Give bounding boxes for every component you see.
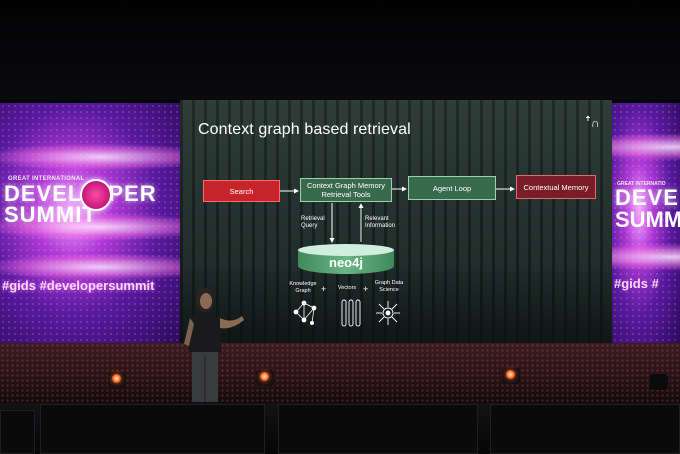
knowledge-graph-label: Knowledge Graph bbox=[289, 281, 317, 294]
led-stage-wall bbox=[0, 343, 680, 403]
plus-sign: + bbox=[321, 284, 327, 294]
retrieval-query-label: Retrieval Query bbox=[301, 216, 325, 229]
lamp-glow bbox=[260, 372, 269, 381]
light-wave bbox=[0, 213, 182, 241]
relevant-information-label: Relevant Information bbox=[365, 216, 396, 229]
light-wave bbox=[0, 253, 182, 281]
right-banner-hashtags: #gids # bbox=[614, 276, 659, 291]
stage-light-icon bbox=[108, 372, 126, 388]
led-pattern bbox=[0, 343, 680, 403]
banner-subtitle: SUMMIT bbox=[4, 202, 97, 227]
right-banner-subtitle: SUMMI bbox=[615, 207, 680, 232]
plus-sign: + bbox=[363, 284, 369, 294]
stage-monitor bbox=[490, 404, 680, 454]
flow-arrows bbox=[280, 186, 515, 243]
stage-monitor bbox=[0, 410, 35, 454]
banner-title-start: DEVEL bbox=[4, 181, 83, 206]
agent-loop-box: Agent Loop bbox=[408, 176, 496, 200]
contextual-memory-box: Contextual Memory bbox=[516, 175, 596, 199]
slide-title: Context graph based retrieval bbox=[198, 121, 411, 138]
lamp-glow bbox=[112, 374, 121, 383]
graph-data-science-icon bbox=[376, 301, 400, 325]
lamp-glow bbox=[506, 370, 515, 379]
stage-monitor bbox=[278, 404, 478, 454]
banner-hashtags: #gids #developersummit bbox=[2, 278, 155, 293]
search-box: Search bbox=[203, 180, 280, 202]
dark-ceiling bbox=[0, 0, 680, 100]
banner-small-text: GREAT INTERNATIONAL bbox=[8, 176, 85, 182]
graph-data-science-label: Graph Data Science bbox=[374, 280, 404, 293]
neo4j-database-cylinder: neo4j bbox=[298, 244, 394, 276]
banner-title: DEVEL PER SUMMIT bbox=[4, 181, 157, 227]
cylinder-top bbox=[298, 244, 394, 256]
knowledge-graph-icon bbox=[293, 300, 317, 325]
neo4j-logo-icon: ꜛ∩ bbox=[585, 116, 600, 130]
light-wave bbox=[612, 243, 680, 271]
stage-monitor bbox=[40, 404, 265, 454]
stage-light-icon bbox=[502, 368, 520, 384]
presenter-person bbox=[184, 288, 244, 402]
light-wave bbox=[612, 133, 680, 161]
left-banner-screen: GREAT INTERNATIONAL DEVEL PER SUMMIT #gid… bbox=[0, 103, 182, 343]
neo4j-label: neo4j bbox=[329, 255, 363, 270]
stage-light-icon bbox=[256, 370, 274, 386]
datacenter-floor bbox=[180, 263, 612, 343]
vectors-label: Vectors bbox=[337, 285, 357, 291]
banner-title-end: PER bbox=[108, 181, 157, 206]
light-wave bbox=[0, 143, 182, 171]
right-banner-small-text: GREAT INTERNATIO bbox=[617, 181, 666, 187]
presentation-slide: Context graph based retrieval ꜛ∩ Search … bbox=[180, 100, 612, 343]
right-banner-title: DEVE bbox=[615, 185, 679, 210]
context-graph-tools-box: Context Graph Memory Retrieval Tools bbox=[300, 178, 392, 202]
globe-logo-icon bbox=[80, 179, 112, 211]
stage-light-icon bbox=[650, 374, 668, 390]
right-banner-screen bbox=[612, 103, 680, 343]
vectors-icon bbox=[341, 299, 361, 327]
